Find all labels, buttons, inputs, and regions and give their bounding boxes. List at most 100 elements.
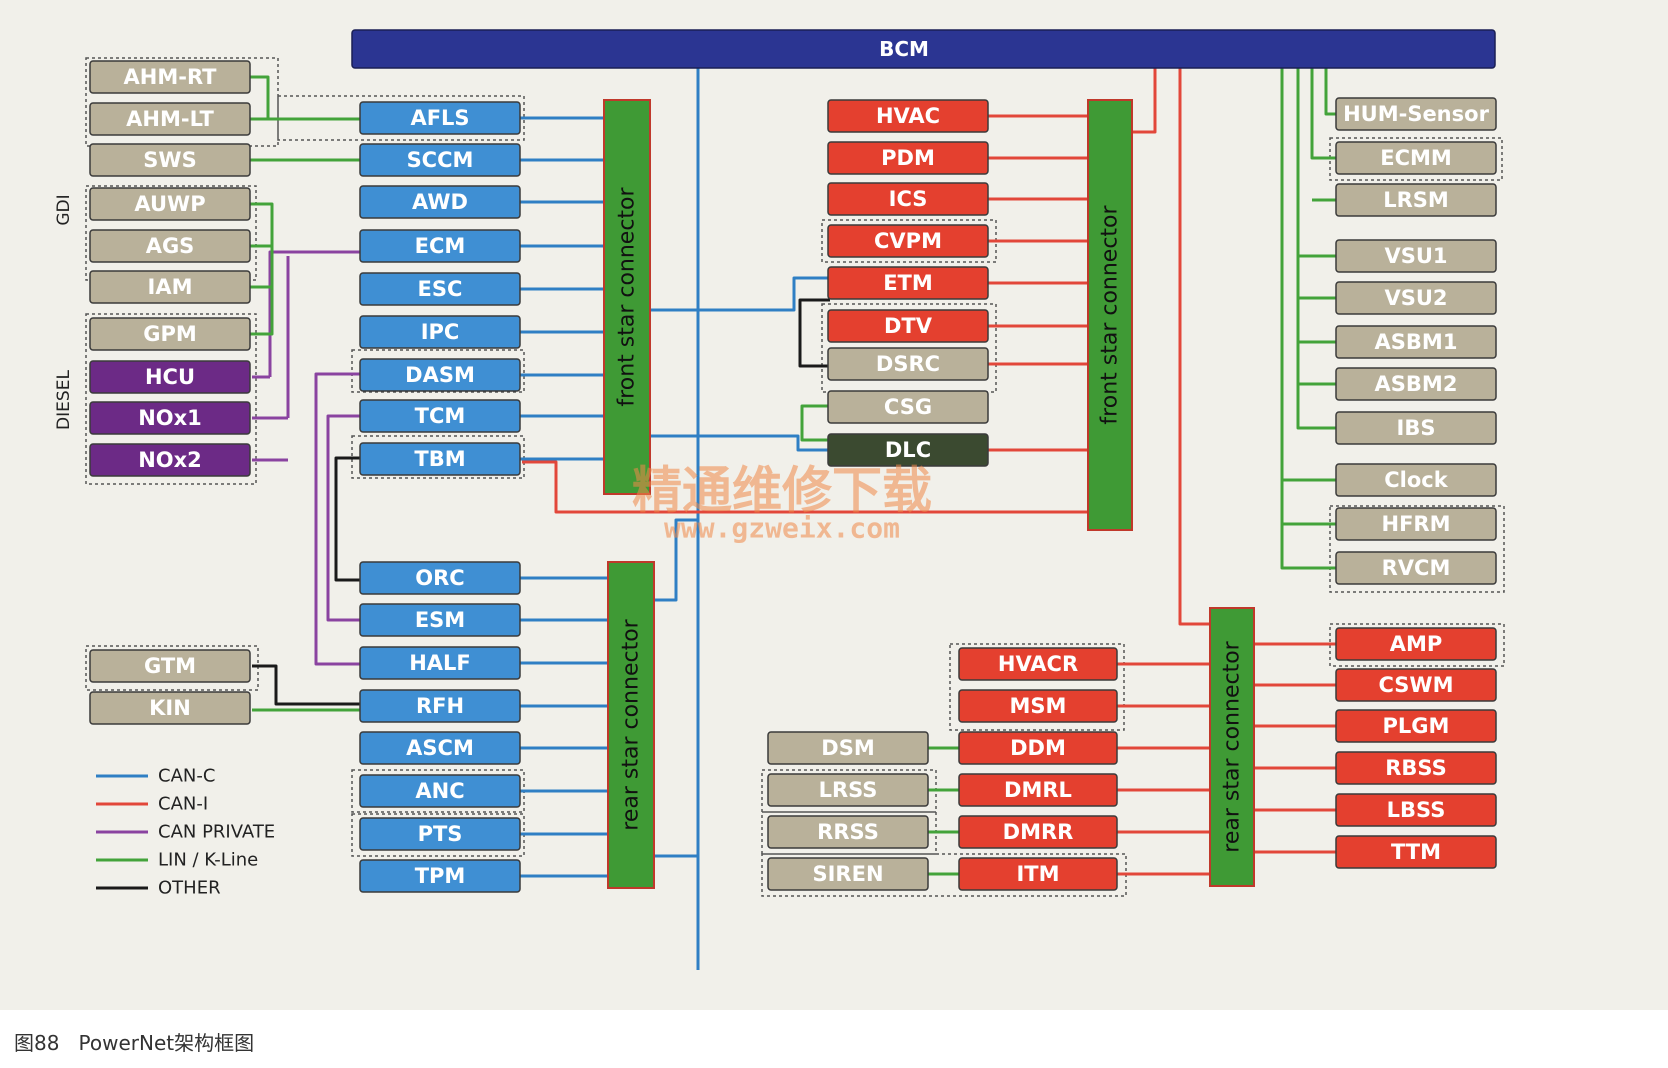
module-nox1[interactable] xyxy=(89,401,251,435)
module-dlc[interactable] xyxy=(827,433,989,467)
module-label: HVAC xyxy=(876,104,940,128)
module-itm[interactable] xyxy=(958,857,1118,891)
legend-label: OTHER xyxy=(158,878,221,899)
module-csg[interactable] xyxy=(827,390,989,424)
module-esm[interactable] xyxy=(359,603,521,637)
module-nox2[interactable] xyxy=(89,443,251,477)
module-awd[interactable] xyxy=(359,185,521,219)
module-ags[interactable] xyxy=(89,229,251,263)
figure-caption: 图88 PowerNet架构框图 xyxy=(14,1031,255,1055)
module-ahm-rt[interactable] xyxy=(89,60,251,94)
module-vsu2[interactable] xyxy=(1335,281,1497,315)
module-ipc[interactable] xyxy=(359,315,521,349)
module-ttm[interactable] xyxy=(1335,835,1497,869)
diagram-canvas: AFLSSCCMAWDECMESCIPCDASMTCMTBMORCESMHALF… xyxy=(54,29,1505,970)
module-dsm[interactable] xyxy=(767,731,929,765)
module-etm[interactable] xyxy=(827,266,989,300)
star-connector-rear-left xyxy=(607,561,655,889)
other-tbm-orc xyxy=(334,456,360,582)
module-lbss[interactable] xyxy=(1335,793,1497,827)
module-anc[interactable] xyxy=(359,774,521,808)
module-label: IPC xyxy=(421,320,460,344)
module-rfh[interactable] xyxy=(359,689,521,723)
module-dtv[interactable] xyxy=(827,309,989,343)
module-ibs[interactable] xyxy=(1335,411,1497,445)
module-sws[interactable] xyxy=(89,143,251,177)
module-dasm[interactable] xyxy=(359,358,521,392)
module-label: AFLS xyxy=(410,106,469,130)
module-msm[interactable] xyxy=(958,689,1118,723)
lin-csg xyxy=(800,404,830,442)
module-dmrr[interactable] xyxy=(958,815,1118,849)
module-label: VSU2 xyxy=(1384,286,1447,310)
module-plgm[interactable] xyxy=(1335,709,1497,743)
module-tpm[interactable] xyxy=(359,859,521,893)
module-pts[interactable] xyxy=(359,817,521,851)
module-vsu1[interactable] xyxy=(1335,239,1497,273)
module-ddm[interactable] xyxy=(958,731,1118,765)
module-dsrc[interactable] xyxy=(827,347,989,381)
module-hfrm[interactable] xyxy=(1335,507,1497,541)
module-label: IBS xyxy=(1397,416,1436,440)
module-sccm[interactable] xyxy=(359,143,521,177)
module-hum-sensor[interactable] xyxy=(1335,97,1497,131)
module-rbss[interactable] xyxy=(1335,751,1497,785)
module-tbm[interactable] xyxy=(359,442,521,476)
module-label: CSWM xyxy=(1379,673,1454,697)
can-c-dlc xyxy=(650,434,830,452)
can-c-rear-left xyxy=(654,518,698,602)
star-connector-label: front star connector xyxy=(1098,204,1123,424)
module-rvcm[interactable] xyxy=(1335,551,1497,585)
module-label: HCU xyxy=(145,365,195,389)
module-siren[interactable] xyxy=(767,857,929,891)
module-clock[interactable] xyxy=(1335,463,1497,497)
module-amp[interactable] xyxy=(1335,627,1497,661)
module-label: MSM xyxy=(1010,694,1067,718)
module-tcm[interactable] xyxy=(359,399,521,433)
module-dmrl[interactable] xyxy=(958,773,1118,807)
module-label: ETM xyxy=(883,271,933,295)
module-kin[interactable] xyxy=(89,691,251,725)
lin-right-trunk-2 xyxy=(1296,66,1338,430)
module-asbm2[interactable] xyxy=(1335,367,1497,401)
module-ecmm[interactable] xyxy=(1335,141,1497,175)
module-orc[interactable] xyxy=(359,561,521,595)
module-label: TTM xyxy=(1391,840,1441,864)
module-label: DLC xyxy=(885,438,931,462)
module-auwp[interactable] xyxy=(89,187,251,221)
module-gtm[interactable] xyxy=(89,649,251,683)
module-lrsm[interactable] xyxy=(1335,183,1497,217)
module-label: RBSS xyxy=(1385,756,1446,780)
module-gpm[interactable] xyxy=(89,317,251,351)
module-asbm1[interactable] xyxy=(1335,325,1497,359)
module-iam[interactable] xyxy=(89,270,251,304)
module-hvacr[interactable] xyxy=(958,647,1118,681)
star-connector-front-right xyxy=(1087,99,1133,531)
module-hvac[interactable] xyxy=(827,99,989,133)
module-label: AHM-RT xyxy=(124,65,218,89)
module-ics[interactable] xyxy=(827,182,989,216)
module-afls[interactable] xyxy=(359,101,521,135)
lin-right-trunk-1 xyxy=(1280,66,1338,570)
module-label: SWS xyxy=(143,148,196,172)
module-label: TBM xyxy=(414,447,465,471)
module-label: AHM-LT xyxy=(126,107,214,131)
module-cswm[interactable] xyxy=(1335,668,1497,702)
group-label-diesel: DIESEL xyxy=(54,370,74,430)
module-half[interactable] xyxy=(359,646,521,680)
module-hcu[interactable] xyxy=(89,360,251,394)
module-ascm[interactable] xyxy=(359,731,521,765)
legend-label: CAN PRIVATE xyxy=(158,822,275,843)
module-bcm[interactable] xyxy=(351,29,1496,69)
module-cvpm[interactable] xyxy=(827,224,989,258)
module-label: VSU1 xyxy=(1384,244,1447,268)
module-lrss[interactable] xyxy=(767,773,929,807)
module-label: DSM xyxy=(821,736,874,760)
module-label: AUWP xyxy=(134,192,205,216)
module-ecm[interactable] xyxy=(359,229,521,263)
module-pdm[interactable] xyxy=(827,141,989,175)
module-esc[interactable] xyxy=(359,272,521,306)
module-ahm-lt[interactable] xyxy=(89,102,251,136)
can-c-etm xyxy=(650,276,830,312)
module-rrss[interactable] xyxy=(767,815,929,849)
